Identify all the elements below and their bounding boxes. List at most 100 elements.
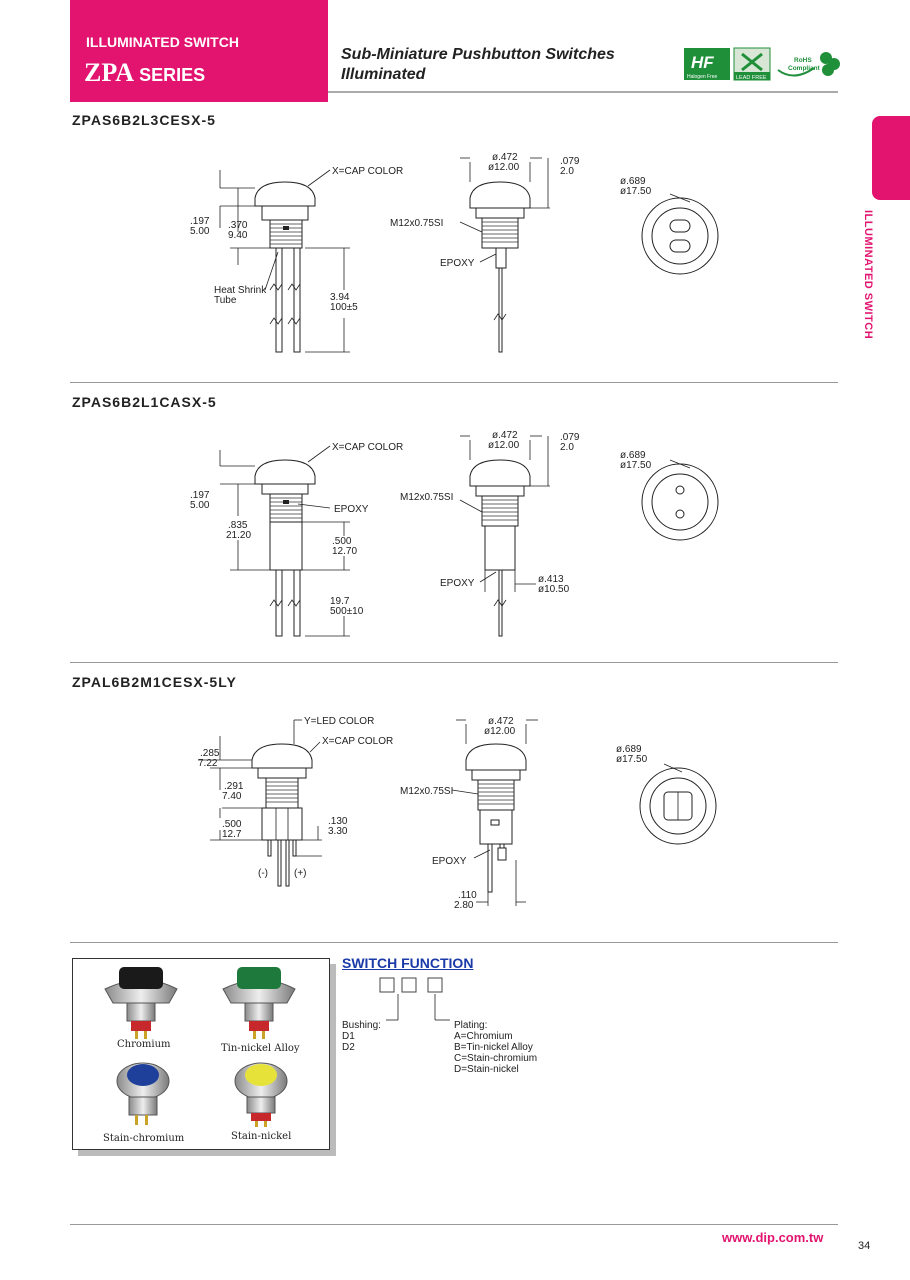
svg-text:.835: .835	[228, 520, 248, 531]
svg-text:A=Chromium: A=Chromium	[454, 1031, 513, 1042]
svg-text:HF: HF	[691, 53, 714, 72]
svg-text:.110: .110	[458, 890, 477, 901]
svg-text:ø12.00: ø12.00	[488, 440, 520, 451]
svg-text:.370: .370	[228, 220, 248, 231]
svg-text:.285: .285	[200, 748, 220, 759]
svg-text:5.00: 5.00	[190, 226, 210, 237]
part-number-1: ZPAS6B2L3CESX-5	[72, 112, 216, 128]
svg-text:RoHS: RoHS	[794, 57, 812, 64]
svg-text:D1: D1	[342, 1031, 355, 1042]
svg-text:ø17.50: ø17.50	[620, 186, 652, 197]
svg-text:ø17.50: ø17.50	[616, 754, 648, 765]
svg-text:ø.689: ø.689	[620, 176, 646, 187]
svg-text:EPOXY: EPOXY	[334, 504, 369, 515]
svg-text:ø17.50: ø17.50	[620, 460, 652, 471]
series-name: ZPA SERIES	[84, 58, 206, 87]
stain-chromium-switch-image: Stain-chromium	[103, 1062, 185, 1144]
page-number: 34	[858, 1240, 871, 1252]
svg-text:.500: .500	[222, 819, 242, 830]
svg-text:Heat Shrink: Heat Shrink	[214, 285, 267, 296]
svg-text:LEAD FREE: LEAD FREE	[736, 75, 767, 81]
svg-text:100±5: 100±5	[330, 302, 358, 313]
svg-text:EPOXY: EPOXY	[440, 258, 475, 269]
section-divider	[70, 382, 838, 383]
svg-text:.079: .079	[560, 156, 580, 167]
side-section-label: ILLUMINATED SWITCH	[862, 210, 874, 340]
tin-nickel-switch-image: Tin-nickel Alloy	[221, 967, 300, 1054]
svg-text:D2: D2	[342, 1042, 355, 1053]
svg-text:Tube: Tube	[214, 295, 237, 306]
svg-text:.197: .197	[190, 490, 210, 501]
svg-text:M12x0.75SI: M12x0.75SI	[400, 786, 453, 797]
svg-text:7.40: 7.40	[222, 791, 242, 802]
section-divider	[70, 662, 838, 663]
svg-text:ø.472: ø.472	[488, 716, 514, 727]
svg-text:ø.413: ø.413	[538, 574, 564, 585]
svg-text:EPOXY: EPOXY	[440, 578, 475, 589]
svg-text:3.30: 3.30	[328, 826, 348, 837]
part-number-3: ZPAL6B2M1CESX-5LY	[72, 674, 237, 690]
svg-text:X=CAP COLOR: X=CAP COLOR	[322, 736, 393, 747]
svg-text:19.7: 19.7	[330, 596, 350, 607]
side-tab	[872, 116, 910, 200]
svg-text:B=Tin-nickel Alloy: B=Tin-nickel Alloy	[454, 1042, 533, 1053]
svg-text:2.80: 2.80	[454, 900, 474, 911]
svg-text:ø.689: ø.689	[620, 450, 646, 461]
header-divider	[328, 91, 838, 93]
svg-text:Halogen Free: Halogen Free	[687, 74, 718, 80]
series-header-block: ILLUMINATED SWITCH ZPA SERIES	[70, 0, 328, 102]
svg-text:.500: .500	[332, 536, 352, 547]
svg-text:ø10.50: ø10.50	[538, 584, 570, 595]
svg-text:.197: .197	[190, 216, 210, 227]
svg-text:Y=LED COLOR: Y=LED COLOR	[304, 716, 374, 727]
series-category: ILLUMINATED SWITCH	[86, 34, 239, 50]
svg-text:X=CAP COLOR: X=CAP COLOR	[332, 166, 403, 177]
rohs-compliant-icon: RoHS Compliant	[777, 52, 840, 77]
svg-text:M12x0.75SI: M12x0.75SI	[400, 492, 453, 503]
svg-text:(-): (-)	[258, 868, 268, 879]
svg-text:M12x0.75SI: M12x0.75SI	[390, 218, 443, 229]
halogen-free-icon: HF Halogen Free	[684, 48, 730, 80]
svg-text:12.70: 12.70	[332, 546, 357, 557]
svg-text:ø.472: ø.472	[492, 430, 518, 441]
svg-text:Compliant: Compliant	[788, 65, 821, 72]
footer-divider	[70, 1224, 838, 1225]
svg-text:(+): (+)	[294, 868, 307, 879]
svg-text:ø.472: ø.472	[492, 152, 518, 163]
svg-text:Tin-nickel Alloy: Tin-nickel Alloy	[221, 1043, 300, 1054]
svg-text:7.22: 7.22	[198, 758, 218, 769]
svg-text:D=Stain-nickel: D=Stain-nickel	[454, 1064, 519, 1075]
svg-text:21.20: 21.20	[226, 530, 251, 541]
svg-text:2.0: 2.0	[560, 442, 574, 453]
page-title: Sub-Miniature Pushbutton Switches Illumi…	[341, 46, 615, 83]
website-link[interactable]: www.dip.com.tw	[722, 1230, 824, 1245]
svg-text:.130: .130	[328, 816, 348, 827]
svg-text:12.7: 12.7	[222, 829, 242, 840]
switch-function-heading: SWITCH FUNCTION	[342, 955, 474, 971]
svg-text:.291: .291	[224, 781, 244, 792]
plating-photo-panel: Chromium Tin-nickel Alloy Stain-chromium…	[72, 958, 330, 1150]
svg-text:Chromium: Chromium	[117, 1039, 171, 1050]
svg-text:ø.689: ø.689	[616, 744, 642, 755]
switch-function-diagram: Bushing: D1 D2 Plating: A=Chromium B=Tin…	[342, 977, 537, 1075]
svg-text:Bushing:: Bushing:	[342, 1020, 381, 1031]
svg-text:2.0: 2.0	[560, 166, 574, 177]
svg-text:.079: .079	[560, 432, 580, 443]
svg-text:5.00: 5.00	[190, 500, 210, 511]
svg-text:Stain-nickel: Stain-nickel	[231, 1131, 291, 1142]
section-divider	[70, 942, 838, 943]
certification-badges: HF Halogen Free LEAD FREE RoHS Compliant	[684, 47, 840, 81]
lead-free-icon: LEAD FREE	[733, 47, 771, 81]
